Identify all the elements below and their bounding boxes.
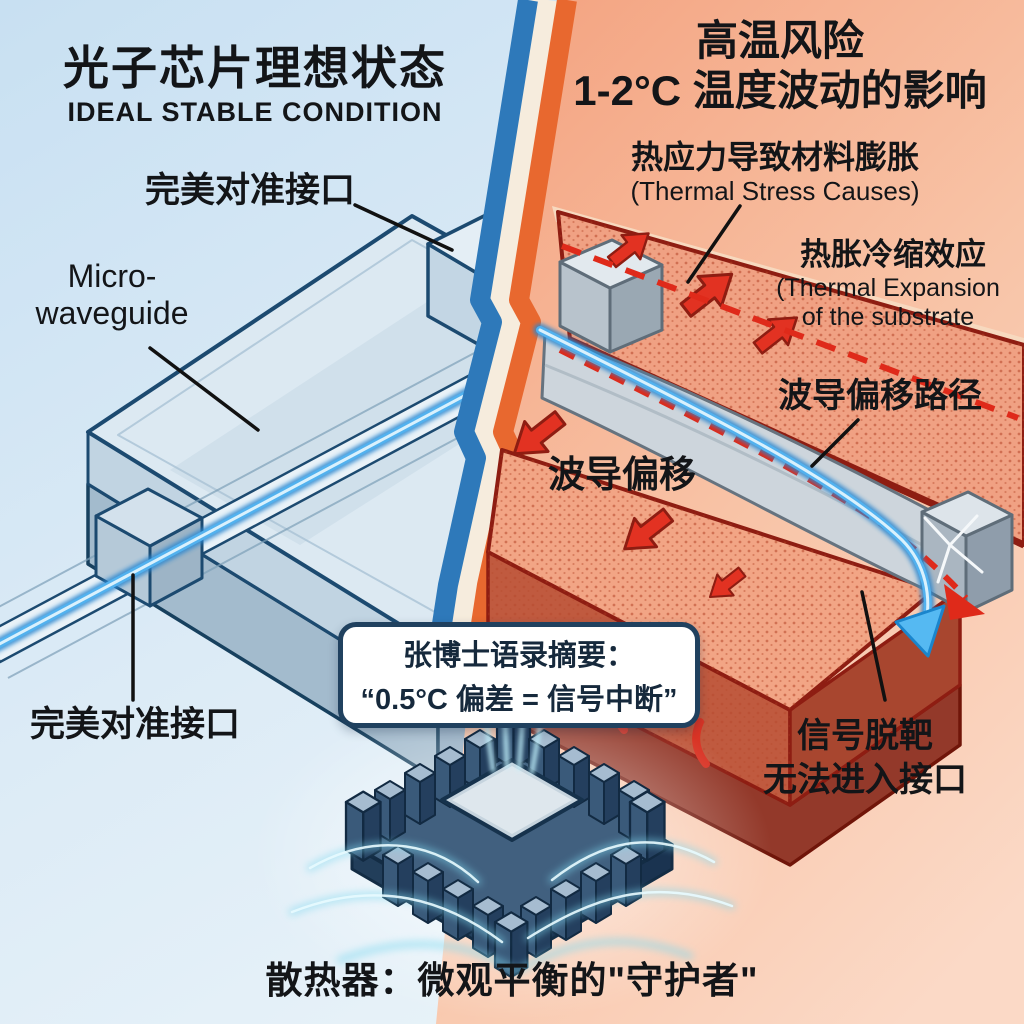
left-title: 光子芯片理想状态 xyxy=(63,42,447,94)
label-signal-miss-line1: 信号脱靶 xyxy=(797,717,933,755)
label-micro-waveguide-line2: waveguide xyxy=(35,294,189,331)
right-title-line1: 高温风险 xyxy=(695,17,864,64)
broken-connector xyxy=(920,490,1014,614)
label-expansion-en: (Thermal Expansion of the substrate xyxy=(752,274,1024,332)
label-signal-miss: 信号脱靶 无法进入接口 xyxy=(735,714,995,802)
left-subtitle: IDEAL STABLE CONDITION xyxy=(67,97,443,127)
right-chip-illustration xyxy=(486,204,1024,867)
quote-box: 张博士语录摘要： “0.5°C 偏差 = 信号中断” xyxy=(338,622,700,728)
quote-line1: 张博士语录摘要： xyxy=(402,640,635,672)
right-title-line2: 1-2°C 温度波动的影响 xyxy=(573,66,987,114)
label-micro-waveguide: Micro- waveguide xyxy=(12,258,212,332)
label-bottom-connector: 完美对准接口 xyxy=(29,705,240,744)
label-expansion-en-line1: (Thermal Expansion xyxy=(776,274,1000,302)
expansion-dashed-line xyxy=(560,243,1020,421)
left-leader-lines xyxy=(131,203,454,702)
label-top-connector: 完美对准接口 xyxy=(144,171,355,210)
label-micro-waveguide-line1: Micro- xyxy=(67,258,157,294)
label-thermal-stress-zh: 热应力导致材料膨胀 xyxy=(630,139,919,175)
label-expansion-en-line2: of the substrate xyxy=(801,302,975,331)
right-title: 高温风险 1-2°C 温度波动的影响 xyxy=(545,16,1015,115)
airflow-glow xyxy=(288,838,736,976)
label-signal-miss-line2: 无法进入接口 xyxy=(763,761,967,800)
drift-dashed-path xyxy=(558,347,985,620)
deflected-beam xyxy=(533,323,946,658)
heatsink-illustration xyxy=(252,690,772,1020)
caption: 散热器：微观平衡的"守护者" xyxy=(265,960,759,1001)
label-drift-path: 波导偏移路径 xyxy=(778,377,982,415)
label-expansion-zh: 热胀冷缩效应 xyxy=(800,237,986,272)
right-leader-lines xyxy=(686,204,887,702)
label-drift: 波导偏移 xyxy=(548,454,696,495)
entry-connector xyxy=(94,487,204,608)
quote-line2: “0.5°C 偏差 = 信号中断” xyxy=(360,684,678,716)
label-thermal-stress-en: (Thermal Stress Causes) xyxy=(630,176,920,206)
